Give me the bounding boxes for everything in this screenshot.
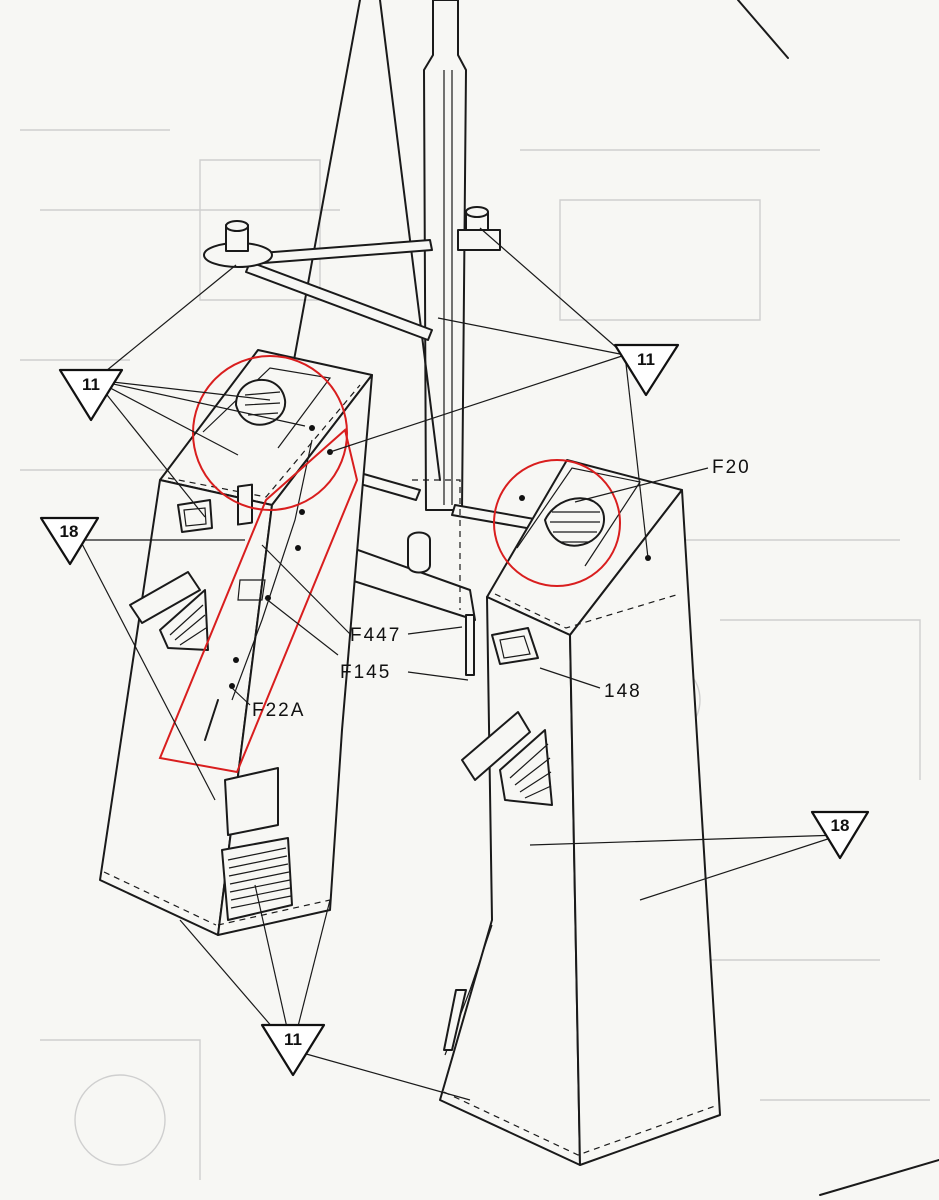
right-tower [439,459,721,1166]
mast [293,0,467,511]
svg-text:18: 18 [60,522,79,541]
callout-18-left: 18 [39,516,100,566]
edge-line-bottom [819,1159,939,1196]
callout-11-bottom: 11 [260,1023,326,1077]
highlight-circle-right [493,459,621,587]
edge-line [737,0,789,59]
svg-text:11: 11 [284,1030,302,1049]
open-hatch-left [129,571,201,624]
highlight-region-left [158,428,359,774]
lamp-top-left [235,378,287,426]
label-148: 148 [604,681,642,702]
highlight-circle-left [192,355,348,511]
door-left [224,767,279,836]
leader-lines [79,227,841,1101]
svg-text:11: 11 [637,350,655,369]
right-mast-fitting [457,206,501,251]
red-highlights [158,355,621,774]
left-spreader [203,220,433,341]
label-f145: F145 [340,662,391,683]
label-f22a: F22A [252,700,305,721]
callout-18-right: 18 [810,810,870,860]
callout-11-top-right: 11 [613,343,680,397]
left-tower [99,349,373,936]
svg-text:18: 18 [831,816,850,835]
svg-text:11: 11 [82,375,100,394]
label-f447: F447 [350,625,401,646]
label-f20: F20 [712,457,751,478]
callout-11-top-left: 11 [58,368,124,422]
open-hatch-right [461,711,531,781]
